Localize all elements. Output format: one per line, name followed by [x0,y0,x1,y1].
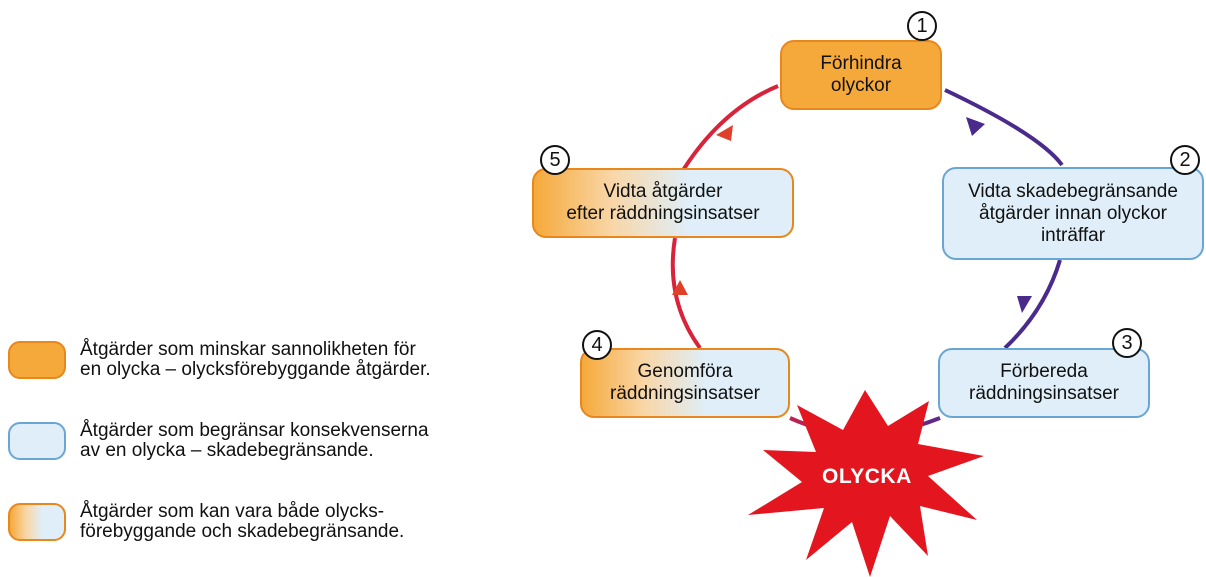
node-4-line-2: räddningsinsatser [610,383,760,404]
legend-orange-line-1: Åtgärder som minskar sannolikheten för [80,339,416,360]
arc-5-to-1 [678,84,779,177]
node-1-line-1: Förhindra [820,53,902,74]
legend-swatch-blue [8,422,66,460]
legend-blue-line-2: av en olycka – skadebegränsande. [80,440,374,461]
olycka-label: OLYCKA [822,465,912,488]
legend-orange-line-2: en olycka – olycksförebyggande åtgärder. [80,359,431,380]
arrow-head-2 [1017,296,1032,313]
node-3-line-1: Förbereda [1000,361,1088,382]
arc-4-to-5 [670,237,702,350]
legend-mixed-line-1: Åtgärder som kan vara både olycks- [80,501,385,522]
arc-1-to-2 [944,88,1064,167]
olycka-burst [748,390,984,577]
arrow-head-1 [966,117,985,136]
legend-item-mixed: Åtgärder som kan vara både olycks-föreby… [8,502,404,542]
node-1-line-2: olyckor [830,75,892,96]
legend-blue-line-1: Åtgärder som begränsar konsekvenserna [80,420,429,441]
node-1-number: 1 [907,11,937,41]
node-2-number: 2 [1170,145,1200,175]
legend-swatch-mixed [8,503,66,541]
legend-mixed-line-2: förebyggande och skadebegränsande. [80,521,405,542]
node-2-line-1: Vidta skadebegränsande [968,180,1178,202]
node-5-number: 5 [540,145,570,175]
node-3-number: 3 [1112,328,1142,358]
arrow-head-3 [672,280,688,295]
arc-2-to-3 [1003,259,1062,350]
node-2-line-3: inträffar [1040,224,1106,246]
node-5-line-2: efter räddningsinsatser [566,203,760,224]
node-3-line-2: räddningsinsatser [969,383,1119,404]
legend-swatch-orange [8,341,66,379]
arrow-head-4 [716,125,733,141]
node-4-number: 4 [582,330,612,360]
node-2-line-2: åtgärder innan olyckor [979,202,1167,224]
node-5-line-1: Vidta åtgärder [603,181,723,202]
node-4-line-1: Genomföra [637,361,733,382]
